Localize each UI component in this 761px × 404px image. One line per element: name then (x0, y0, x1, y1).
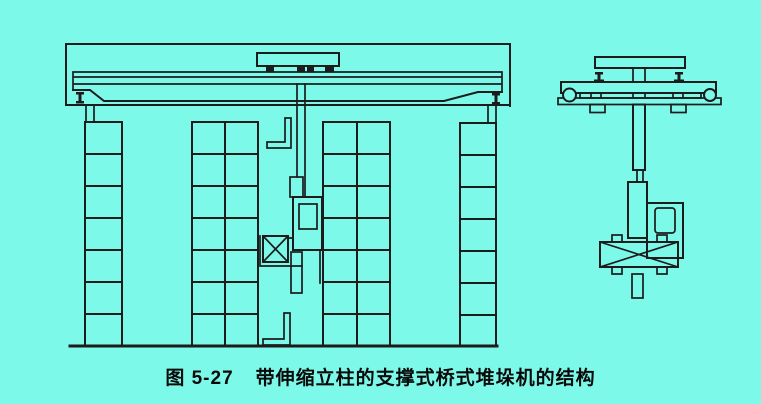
mast-guides (296, 83, 306, 198)
platform-tab (611, 234, 623, 243)
trolley-body (256, 52, 340, 67)
storage-rack-middle-left (191, 121, 259, 346)
side-platform-cross (598, 240, 680, 269)
hoist-trolley (256, 52, 340, 72)
side-bridge-beam (560, 81, 717, 94)
side-telescope-box (627, 181, 648, 239)
side-rail-left-icon (594, 72, 604, 82)
storage-rack-left-leg (84, 121, 123, 346)
side-wheel-right (703, 88, 717, 102)
trolley-wheel (325, 66, 334, 72)
platform-tab (656, 266, 668, 275)
runway-rail-left-icon (76, 92, 84, 104)
left-leg-neck (85, 104, 95, 123)
trolley-wheel (297, 66, 305, 72)
girder-bottom-edge (72, 89, 503, 102)
figure-caption: 图 5-27 带伸缩立柱的支撑式桥式堆垛机的结构 (0, 363, 761, 390)
load-platform-cross (261, 234, 290, 264)
bridge-frame (65, 43, 511, 124)
side-wheel-left (562, 87, 577, 103)
right-leg-neck (487, 105, 497, 124)
side-carriage-window (654, 207, 676, 234)
platform-tab (656, 234, 668, 243)
load-platform-box (262, 235, 289, 263)
side-trolley-stub (632, 67, 646, 83)
lower-guide-bracket (262, 312, 291, 346)
trolley-wheel (307, 66, 314, 72)
storage-rack-middle-right (322, 121, 391, 346)
side-column-upper (632, 103, 646, 171)
figure-title: 带伸缩立柱的支撑式桥式堆垛机的结构 (255, 368, 596, 389)
runway-rail-right-icon (492, 93, 500, 105)
side-load-platform (598, 234, 680, 299)
carriage-window (298, 203, 318, 230)
front-view (65, 43, 511, 348)
telescope-upper-section (289, 176, 304, 198)
side-carriage-box (646, 202, 684, 259)
side-platform-box (599, 241, 679, 268)
storage-rack-right-leg (459, 122, 497, 346)
bridge-rail-beam (72, 71, 503, 102)
figure-number: 图 5-27 (165, 368, 234, 389)
upper-guide-bracket (266, 117, 292, 149)
side-rail-right-icon (674, 72, 684, 82)
side-column-joint (636, 169, 644, 183)
platform-tab (611, 266, 623, 275)
rail-lines (72, 71, 503, 93)
side-bottom-stub (631, 273, 644, 299)
telescopic-mast (259, 83, 323, 346)
side-plate-block-right (670, 103, 687, 114)
telescope-lower-section (290, 251, 303, 294)
side-telescopic-column (627, 103, 684, 259)
platform-bracket (259, 235, 303, 267)
side-plate-block-left (589, 103, 606, 114)
side-view (557, 56, 722, 299)
trolley-wheel (266, 66, 274, 72)
bridge-outline (65, 43, 511, 107)
side-trolley-body (594, 56, 686, 69)
